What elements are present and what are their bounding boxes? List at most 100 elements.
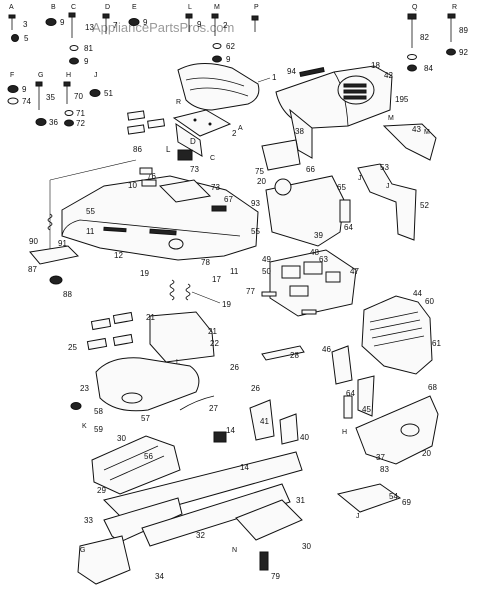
nut-9-m <box>212 55 222 63</box>
part-number-42: 42 <box>384 71 393 80</box>
stud-head-p <box>251 15 259 21</box>
handle-bracket-group: 75 53 52 J J <box>255 139 429 241</box>
fender-slot <box>103 226 127 233</box>
seat-bracket-assembly: 2 A R <box>172 99 243 157</box>
body-fender-12: 67 55 55 11 11 12 10 76 73 73 L D <box>61 137 260 276</box>
part-number-45: 45 <box>362 405 371 414</box>
side-rail-group: 68 20 37 83 H <box>342 383 439 474</box>
part-number-49: 49 <box>262 255 271 264</box>
footpad-25 <box>90 317 112 331</box>
pad-76 <box>139 167 153 175</box>
part-number-9-l: 9 <box>197 20 202 29</box>
part-number-10: 10 <box>128 181 137 190</box>
leader-1 <box>257 77 271 83</box>
frame-32 <box>141 483 291 547</box>
callout-letters: C L K G J N <box>80 155 360 554</box>
part-number-1: 1 <box>272 73 277 82</box>
callout-letter-h: H <box>342 429 347 436</box>
seat-pan-2 <box>172 109 232 137</box>
spring-19-a <box>169 279 175 301</box>
part-number-40: 40 <box>300 433 309 442</box>
bolt-head-c <box>68 12 76 18</box>
washer-81 <box>69 45 79 51</box>
hood-decal-94 <box>299 66 325 78</box>
part-number-14-b: 14 <box>240 463 249 472</box>
clip-77 <box>301 309 317 315</box>
seat-ridge-2 <box>189 87 249 97</box>
part-number-22: 22 <box>210 339 219 348</box>
part-number-51: 51 <box>104 89 113 98</box>
part-number-37: 37 <box>376 453 385 462</box>
grille-44 <box>361 295 433 375</box>
part-number-19-b: 19 <box>222 300 231 309</box>
callout-letter-c: C <box>210 155 215 162</box>
part-number-62: 62 <box>226 42 235 51</box>
fender-edge <box>61 219 241 237</box>
callout-letter-j: J <box>356 513 360 520</box>
callout-letter-k: K <box>82 423 87 430</box>
part-number-76: 76 <box>147 172 156 181</box>
part-number-78: 78 <box>201 258 210 267</box>
nut-58 <box>70 402 82 410</box>
tray-slot-47 <box>325 271 341 283</box>
part-number-89: 89 <box>459 26 468 35</box>
bracket-40 <box>279 413 299 445</box>
part-number-23: 23 <box>80 384 89 393</box>
rod-27 <box>179 395 215 411</box>
callout-letter-j: J <box>358 175 362 182</box>
rail-hole <box>400 423 420 437</box>
part-number-81: 81 <box>84 44 93 53</box>
part-number-64-b: 64 <box>346 389 355 398</box>
pads-86: 86 <box>127 110 166 154</box>
pad-86 <box>147 118 166 129</box>
hood-side-38 <box>289 108 313 159</box>
part-number-6: D <box>190 137 196 146</box>
part-number-71: 71 <box>76 109 85 118</box>
washer-84 <box>407 54 417 60</box>
nut-36 <box>35 118 47 126</box>
latch-6 <box>177 149 193 161</box>
grille-slats <box>369 311 425 347</box>
part-number-70: 70 <box>74 92 83 101</box>
pad-86 <box>127 124 146 135</box>
part-number-39: 39 <box>314 231 323 240</box>
battery-tray-group: 49 50 48 63 47 77 <box>246 248 359 317</box>
part-number-77: 77 <box>246 287 255 296</box>
bracket-22 <box>149 311 215 363</box>
part-number-69: 69 <box>402 498 411 507</box>
part-number-74: 74 <box>22 97 31 106</box>
part-number-12: 12 <box>114 251 123 260</box>
part-number-65: 65 <box>337 183 346 192</box>
nut-88 <box>49 275 63 285</box>
washer-74 <box>7 97 19 105</box>
part-number-79: 79 <box>271 572 280 581</box>
part-number-26-b: 26 <box>251 384 260 393</box>
part-number-26-a: 26 <box>230 363 239 372</box>
callout-letter-l: L <box>176 359 180 366</box>
part-number-43: 43 <box>412 125 421 134</box>
seat-assembly: 1 <box>177 63 277 111</box>
spring-19-b <box>185 283 191 301</box>
part-number-73-a: 73 <box>190 165 199 174</box>
nut-9-c <box>69 57 79 65</box>
callout-letter-n: N <box>232 547 237 554</box>
tray-48 <box>269 249 357 317</box>
callout-letter-m: M <box>424 129 430 136</box>
bolt-head-q <box>407 13 417 20</box>
column-letter-e: E <box>132 4 137 11</box>
part-number-94: 94 <box>287 67 296 76</box>
part-number-13: 13 <box>85 23 94 32</box>
tube-28 <box>261 345 305 361</box>
bolt-head-d <box>102 13 110 19</box>
part-number-86: 86 <box>133 145 142 154</box>
column-letter-d: D <box>105 4 110 11</box>
hardware-row-top: A 3 5 B 9 C 13 81 9 D 7 E 9 L 9 M <box>8 4 468 73</box>
watermark-text: AppliancePartsPros.com <box>92 20 234 35</box>
pad-10 <box>141 179 157 187</box>
part-number-82: 82 <box>420 33 429 42</box>
part-number-21-b: 21 <box>146 313 155 322</box>
part-number-64: 64 <box>344 223 353 232</box>
nut-5 <box>11 34 19 42</box>
washer-71 <box>64 110 74 116</box>
